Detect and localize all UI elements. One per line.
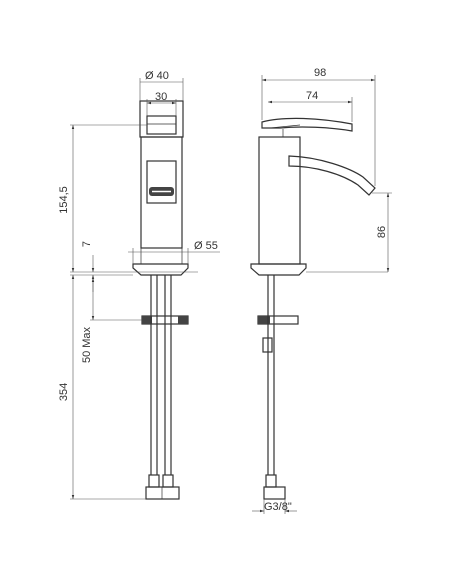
dim-thread: G3/8"	[264, 501, 292, 513]
lever-handle	[146, 115, 177, 135]
faucet-body	[140, 136, 183, 249]
dim-width-top: 30	[155, 91, 167, 103]
supply-hoses	[148, 275, 174, 488]
aerator-window	[146, 160, 177, 204]
dim-diameter-base: Ø 55	[194, 240, 218, 252]
side-spout	[288, 155, 376, 196]
side-lever	[261, 117, 353, 132]
dim-total-reach: 98	[314, 67, 326, 79]
dim-spout-reach: 74	[306, 90, 318, 102]
dim-base-thickness: 7	[81, 241, 93, 247]
hose-connector	[145, 486, 180, 500]
dim-spout-height: 86	[376, 226, 388, 238]
dim-diameter-top: Ø 40	[145, 70, 169, 82]
base-flange	[132, 263, 189, 276]
dim-height: 154,5	[58, 186, 70, 214]
side-base-flange	[250, 263, 307, 276]
front-view: Ø 40 30 154,5 7 Ø 55 50 Max 354	[58, 70, 220, 500]
side-view: 98 74 86 G3/8"	[250, 67, 392, 514]
side-hose-connector	[263, 486, 286, 500]
dim-hose-length: 354	[58, 383, 70, 401]
dim-max-deck: 50 Max	[81, 326, 93, 363]
